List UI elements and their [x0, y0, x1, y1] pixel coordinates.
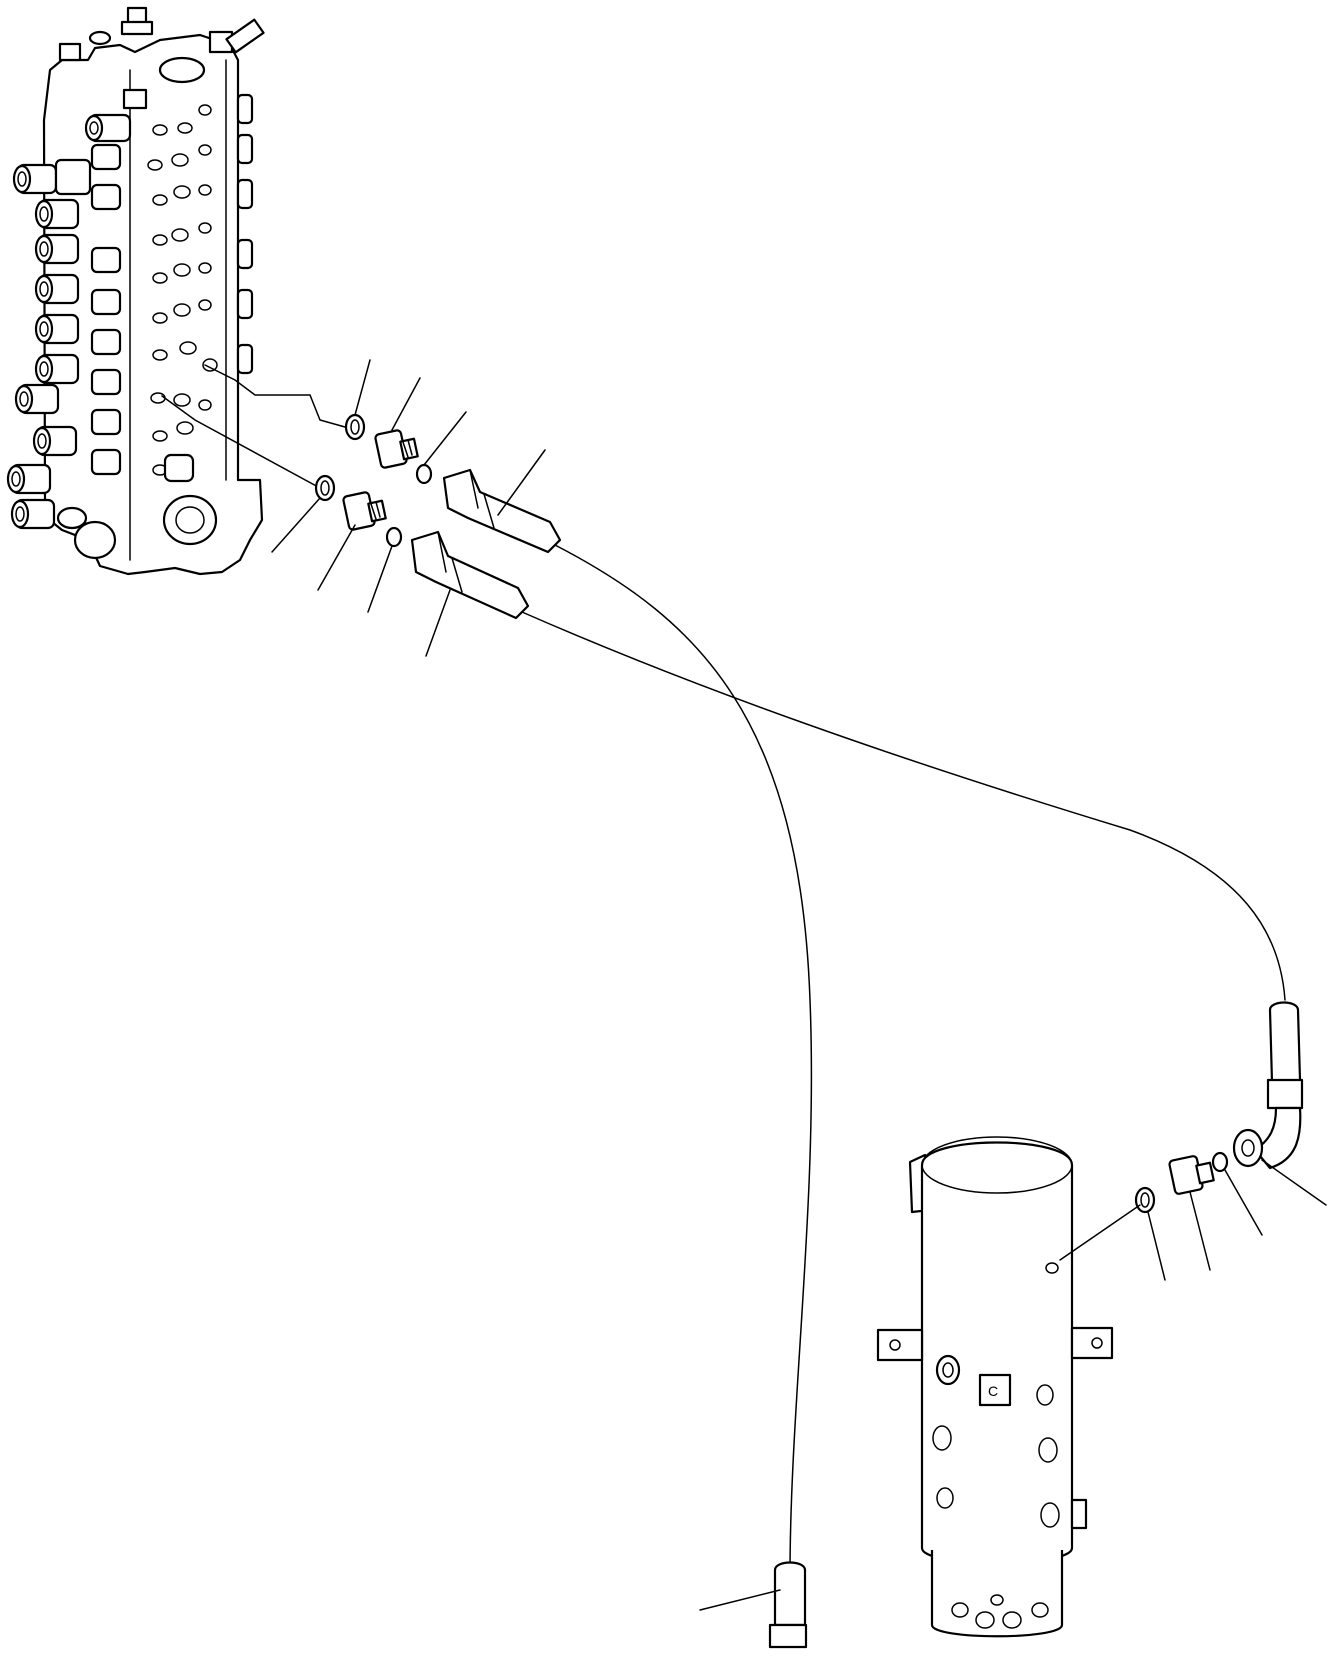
port-center-lines [162, 365, 345, 488]
leader-lines-top [272, 360, 545, 656]
o-ring [417, 465, 431, 483]
right-fitting-set [1060, 1003, 1326, 1281]
valve-ports [58, 95, 252, 558]
hose-a [555, 545, 811, 1575]
adapter [375, 430, 418, 469]
spool-caps [8, 115, 130, 528]
hose-end [412, 532, 528, 618]
adapter [1169, 1155, 1214, 1194]
o-ring [1136, 1188, 1154, 1212]
leader-lines-bottom [700, 1590, 780, 1610]
hose-end [444, 470, 560, 552]
hoses [522, 545, 1285, 1575]
o-ring [387, 528, 401, 546]
o-ring [346, 415, 364, 439]
control-valve [8, 8, 264, 574]
hose-b [522, 612, 1285, 1000]
upper-fitting-set [346, 415, 560, 552]
hose-end [770, 1563, 806, 1648]
swivel-joint: C [878, 1137, 1112, 1636]
hose-end [1234, 1003, 1302, 1169]
left-lower-fittings [770, 1563, 806, 1648]
adapter [343, 492, 386, 531]
lower-fitting-set [316, 476, 528, 618]
o-ring [316, 476, 334, 500]
swivel-tag: C [988, 1383, 998, 1399]
o-ring [1213, 1153, 1227, 1171]
